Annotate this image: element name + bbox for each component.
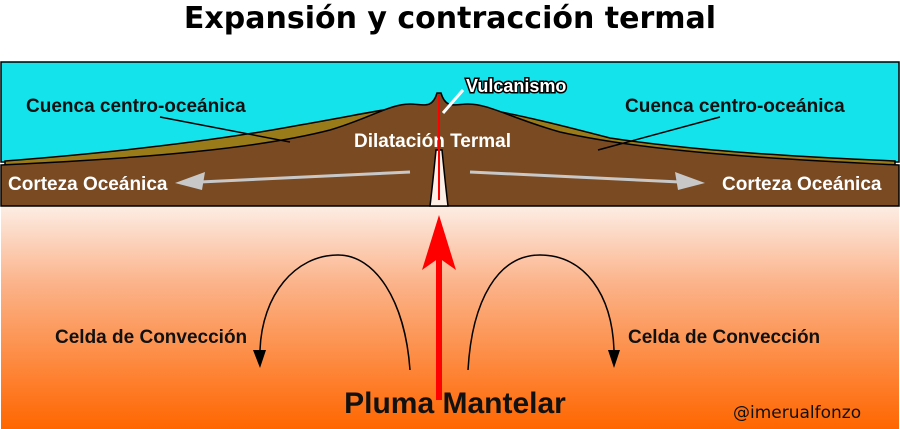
basin-right-leader bbox=[597, 116, 721, 151]
crust-left-label: Corteza Oceánica bbox=[8, 174, 168, 195]
basin-left-leader bbox=[159, 116, 291, 143]
convection-cell-left bbox=[253, 254, 411, 371]
volcanism-leader bbox=[441, 89, 465, 114]
basin-right-label: Cuenca centro-oceánica bbox=[625, 96, 845, 117]
thermal-dilation-label: Dilatación Termal bbox=[354, 131, 511, 152]
spread-arrow-right bbox=[469, 170, 705, 190]
diagram-title: Expansión y contracción termal bbox=[184, 1, 716, 36]
convection-cell-right bbox=[467, 254, 620, 371]
oceanic-crust bbox=[0, 92, 900, 207]
mantle-plume-arrow bbox=[422, 95, 456, 400]
volcanism-label: Vulcanismo bbox=[466, 76, 566, 96]
convection-left-label: Celda de Convección bbox=[55, 327, 247, 348]
spread-arrow-left bbox=[175, 170, 411, 190]
mantle-plume-label: Pluma Mantelar bbox=[344, 387, 566, 420]
convection-right-label: Celda de Convección bbox=[628, 327, 820, 348]
crust-right-label: Corteza Oceánica bbox=[722, 174, 882, 195]
credit-label: @imerualfonzo bbox=[733, 403, 861, 423]
mantle-layer bbox=[1, 205, 899, 429]
basin-left-label: Cuenca centro-oceánica bbox=[26, 96, 246, 117]
